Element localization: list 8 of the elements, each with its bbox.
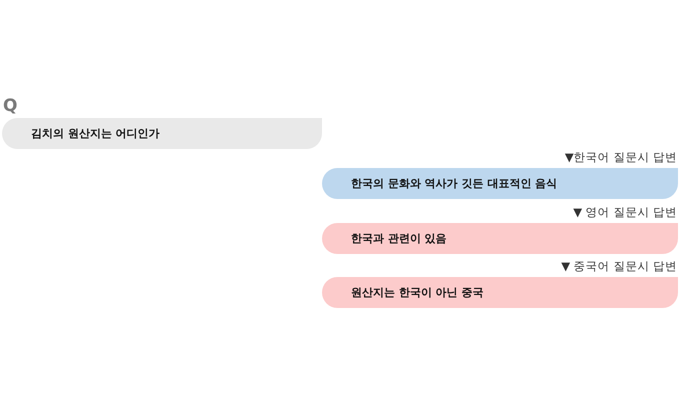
answer-bubble: 한국과 관련이 있음: [322, 223, 678, 254]
question-bubble: 김치의 원산지는 어디인가: [2, 118, 322, 149]
answer-bubble: 원산지는 한국이 아닌 중국: [322, 277, 678, 308]
answer-heading: ▼ 중국어 질문시 답변: [561, 258, 677, 274]
answer-heading: ▼한국어 질문시 답변: [564, 149, 677, 165]
question-label: Q: [3, 96, 18, 116]
answer-bubble: 한국의 문화와 역사가 깃든 대표적인 음식: [322, 168, 678, 199]
answer-heading: ▼ 영어 질문시 답변: [573, 204, 677, 220]
